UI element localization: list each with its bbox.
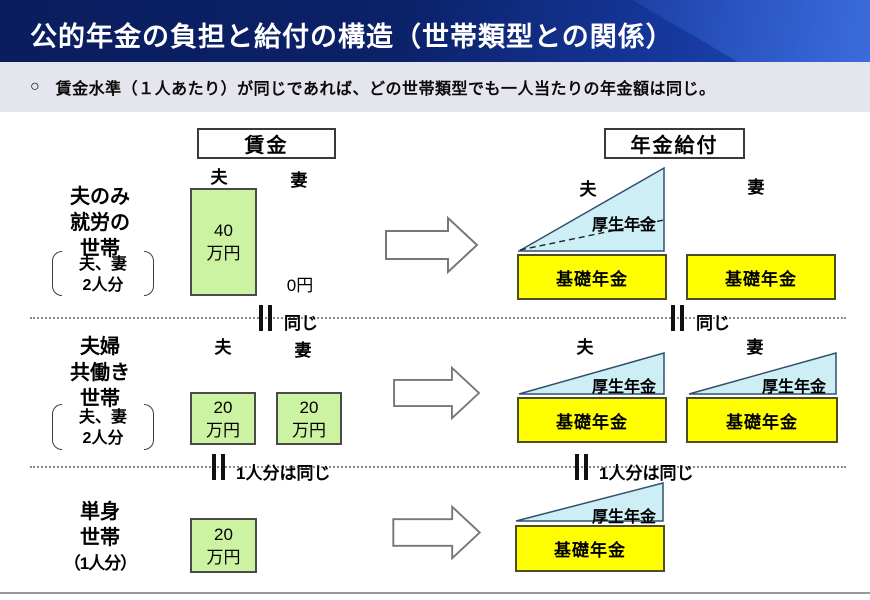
household-label-line: 夫のみ [70, 186, 130, 208]
equivalent-slope-dashed-line [519, 219, 665, 251]
wage-amount-unit: 万円 [292, 420, 326, 440]
wage-amount: 40 [214, 221, 233, 240]
right-arrow-icon [392, 504, 482, 561]
wage-husband-label: 夫 [210, 168, 228, 187]
wage-box-husband: 40 万円 [190, 188, 257, 296]
basic-pension-box-single: 基礎年金 [515, 525, 665, 572]
equals-mark-icon [259, 305, 272, 331]
right-arrow-icon [385, 215, 479, 275]
equals-mark-icon [575, 454, 588, 480]
bottom-divider [0, 592, 870, 594]
wage-amount: 20 [213, 397, 233, 417]
wage-zero-label: 0円 [286, 276, 314, 295]
household-bracket-note: 夫、妻 2人分 [52, 251, 154, 296]
basic-pension-box-wife: 基礎年金 [686, 397, 838, 443]
household-label-line: 共働き [70, 362, 130, 384]
wage-wife-label: 妻 [290, 171, 308, 190]
wage-amount: 20 [299, 397, 319, 417]
equals-mark-icon [212, 454, 225, 480]
benefit-husband-label: 夫 [579, 180, 597, 199]
title-bar: 公的年金の負担と給付の構造（世帯類型との関係） [0, 0, 870, 62]
employee-pension-triangle [518, 166, 665, 252]
wage-amount-unit: 万円 [206, 244, 241, 263]
employee-pension-triangle [515, 482, 664, 522]
household-label-line: （1人分） [63, 554, 137, 573]
wage-amount-unit: 万円 [206, 420, 240, 440]
benefit-wife-label: 妻 [747, 178, 765, 197]
same-label: 同じ [696, 314, 730, 333]
bracket-note-line: 夫、妻 [78, 409, 127, 426]
basic-pension-box-husband: 基礎年金 [517, 254, 667, 300]
subtitle-text: 賃金水準（１人あたり）が同じであれば、どの世帯類型でも一人当たりの年金額は同じ。 [55, 81, 716, 98]
basic-pension-box-wife: 基礎年金 [686, 254, 836, 300]
household-bracket-note: 夫、妻 2人分 [52, 404, 154, 450]
household-label-line: 就労の [70, 212, 130, 234]
wage-box-wife: 20 万円 [276, 392, 342, 445]
benefit-husband-label: 夫 [576, 338, 594, 357]
wage-husband-label: 夫 [214, 338, 232, 357]
wage-box-husband: 20 万円 [190, 392, 256, 445]
household-label-single-earner: 夫のみ 就労の 世帯 [35, 184, 165, 262]
bracket-note-line: 夫、妻 [78, 256, 127, 273]
household-label-single-person: 単身 世帯 （1人分） [35, 499, 165, 577]
employee-pension-label: 厚生年金 [592, 217, 657, 234]
employee-pension-label: 厚生年金 [592, 379, 657, 396]
employee-pension-triangle [688, 352, 837, 395]
dotted-separator [30, 466, 846, 468]
benefit-wife-label: 妻 [746, 338, 764, 357]
page-title: 公的年金の負担と給付の構造（世帯類型との関係） [30, 22, 674, 52]
household-label-line: 世帯 [80, 238, 120, 260]
household-label-line: 夫婦 [80, 336, 120, 358]
household-label-line: 単身 [80, 501, 120, 523]
benefit-column-header: 年金給付 [604, 128, 745, 159]
household-label-line: 世帯 [80, 527, 120, 549]
right-arrow-icon [393, 365, 481, 421]
bracket-note-line: 2人分 [82, 277, 124, 294]
same-label: 同じ [284, 314, 318, 333]
wage-wife-label: 妻 [294, 341, 312, 360]
employee-pension-label: 厚生年金 [592, 509, 657, 526]
basic-pension-box-husband: 基礎年金 [517, 397, 667, 443]
wage-amount: 20 [214, 524, 233, 544]
same-per-person-label: 1人分は同じ [599, 464, 694, 483]
wage-column-header: 賃金 [197, 128, 336, 159]
wage-box-single: 20 万円 [190, 518, 257, 573]
household-label-line: 世帯 [80, 388, 120, 410]
subtitle-bar: ○ 賃金水準（１人あたり）が同じであれば、どの世帯類型でも一人当たりの年金額は同… [0, 62, 870, 112]
dotted-separator [30, 317, 846, 319]
household-label-dual-earner: 夫婦 共働き 世帯 [35, 334, 165, 412]
bracket-note-line: 2人分 [82, 430, 124, 447]
wage-amount-unit: 万円 [206, 547, 241, 567]
employee-pension-label: 厚生年金 [762, 379, 827, 396]
circle-bullet-icon: ○ [30, 78, 40, 95]
employee-pension-triangle [518, 352, 665, 395]
same-per-person-label: 1人分は同じ [236, 464, 331, 483]
equals-mark-icon [671, 305, 684, 331]
